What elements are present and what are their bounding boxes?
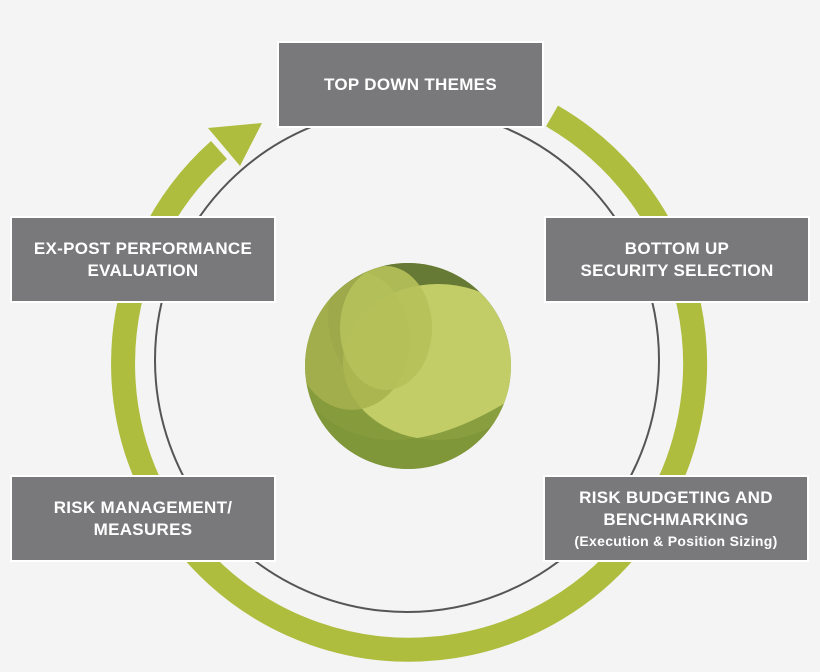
step-label-line: BENCHMARKING (603, 509, 749, 529)
step-label-line: RISK BUDGETING AND (579, 487, 773, 507)
step-label-line: TOP DOWN THEMES (324, 74, 497, 94)
step-label-line: BOTTOM UP (624, 238, 730, 258)
step-label-line: RISK MANAGEMENT/ (53, 497, 233, 517)
arrow-head-icon (208, 123, 262, 166)
step-risk-management: RISK MANAGEMENT/ MEASURES (10, 475, 276, 562)
step-ex-post-performance: EX-POST PERFORMANCE EVALUATION (10, 216, 276, 303)
step-bottom-up-security-selection: BOTTOM UP SECURITY SELECTION (544, 216, 810, 303)
step-label-line: MEASURES (93, 519, 193, 539)
step-risk-budgeting: RISK BUDGETING AND BENCHMARKING (Executi… (543, 475, 809, 562)
step-label-line: SECURITY SELECTION (580, 260, 774, 280)
step-label-line: EVALUATION (87, 260, 199, 280)
step-top-down-themes: TOP DOWN THEMES (277, 41, 544, 128)
green-orb-logo (305, 263, 511, 469)
step-label-line: EX-POST PERFORMANCE (33, 238, 253, 258)
step-sublabel: (Execution & Position Sizing) (574, 532, 778, 549)
